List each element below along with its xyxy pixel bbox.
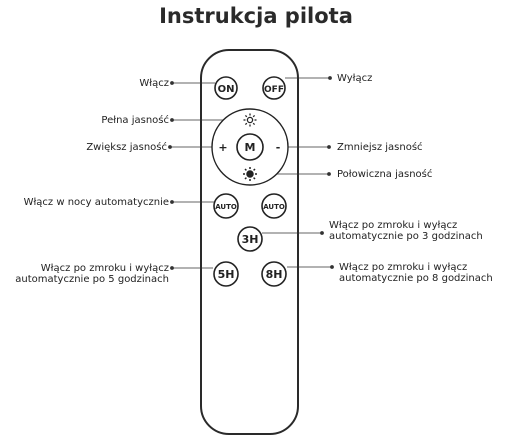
label-8h-line2: automatycznie po 8 godzinach (339, 273, 493, 284)
label-8h-line1: Włącz po zmroku i wyłącz (339, 262, 468, 273)
diagram-title: Instrukcja pilota (159, 4, 353, 28)
label-half-brightness: Połowiczna jasność (337, 169, 433, 180)
label-5h-line1: Włącz po zmroku i wyłącz (40, 263, 169, 274)
half-brightness-sun-icon[interactable] (243, 167, 257, 181)
m-button-label: M (245, 141, 256, 154)
timer-3h-button[interactable] (237, 226, 263, 252)
label-on: Włącz (139, 78, 169, 89)
label-3h: Włącz po zmroku i wyłącz automatycznie p… (329, 220, 483, 242)
on-button-label: ON (218, 84, 235, 95)
label-off: Wyłącz (337, 73, 373, 84)
auto-right-button[interactable] (261, 193, 287, 219)
label-full-brightness: Pełna jasność (101, 115, 169, 126)
label-3h-line2: automatycznie po 3 godzinach (329, 231, 483, 242)
timer-5h-button[interactable] (213, 261, 239, 287)
increase-brightness-button[interactable]: + (218, 141, 227, 154)
timer-8h-button[interactable] (261, 261, 287, 287)
label-5h-line2: automatycznie po 5 godzinach (15, 274, 169, 285)
m-button[interactable] (236, 133, 264, 161)
timer-3h-button-label: 3H (242, 233, 259, 246)
label-3h-line1: Włącz po zmroku i wyłącz (329, 220, 458, 231)
label-increase-brightness: Zwiększ jasność (86, 142, 167, 153)
off-button[interactable] (262, 76, 286, 100)
decrease-brightness-button[interactable]: - (276, 141, 281, 154)
on-button[interactable] (214, 76, 238, 100)
label-decrease-brightness: Zmniejsz jasność (337, 142, 423, 153)
auto-left-button-label: AUTO (215, 203, 237, 211)
label-auto-night: Włącz w nocy automatycznie (23, 197, 169, 208)
timer-8h-button-label: 8H (266, 268, 283, 281)
off-button-label: OFF (264, 85, 284, 95)
auto-right-button-label: AUTO (263, 203, 285, 211)
label-5h: Włącz po zmroku i wyłącz automatycznie p… (15, 263, 169, 285)
label-8h: Włącz po zmroku i wyłącz automatycznie p… (339, 262, 493, 284)
timer-5h-button-label: 5H (218, 268, 235, 281)
full-brightness-sun-icon[interactable] (243, 113, 257, 127)
auto-left-button[interactable] (213, 193, 239, 219)
